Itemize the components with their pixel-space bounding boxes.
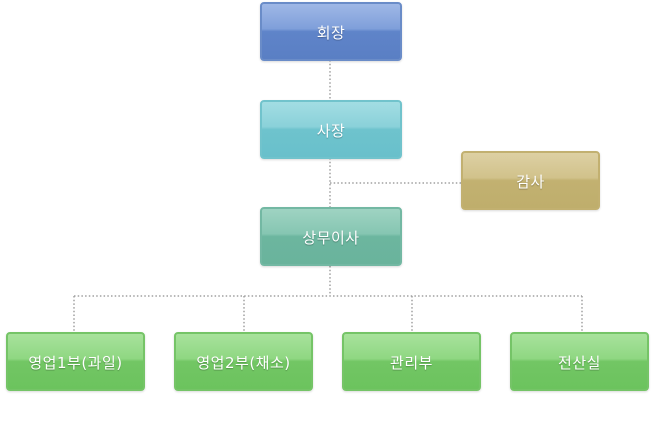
node-dept-it[interactable]: 전산실	[510, 332, 649, 391]
node-managing-director-label: 상무이사	[302, 229, 360, 247]
node-dept-admin-label: 관리부	[390, 354, 433, 372]
node-chairman-label: 회장	[316, 24, 346, 42]
node-dept-admin[interactable]: 관리부	[342, 332, 481, 391]
node-dept-sales2-label: 영업2부(채소)	[196, 354, 291, 372]
node-president[interactable]: 사장	[260, 100, 402, 159]
node-dept-it-label: 전산실	[558, 354, 601, 372]
node-dept-sales2[interactable]: 영업2부(채소)	[174, 332, 313, 391]
node-president-label: 사장	[316, 122, 346, 140]
node-auditor[interactable]: 감사	[461, 151, 600, 210]
node-managing-director[interactable]: 상무이사	[260, 207, 402, 266]
node-dept-sales1-label: 영업1부(과일)	[28, 354, 123, 372]
node-dept-sales1[interactable]: 영업1부(과일)	[6, 332, 145, 391]
node-chairman[interactable]: 회장	[260, 2, 402, 61]
node-auditor-label: 감사	[516, 173, 545, 191]
